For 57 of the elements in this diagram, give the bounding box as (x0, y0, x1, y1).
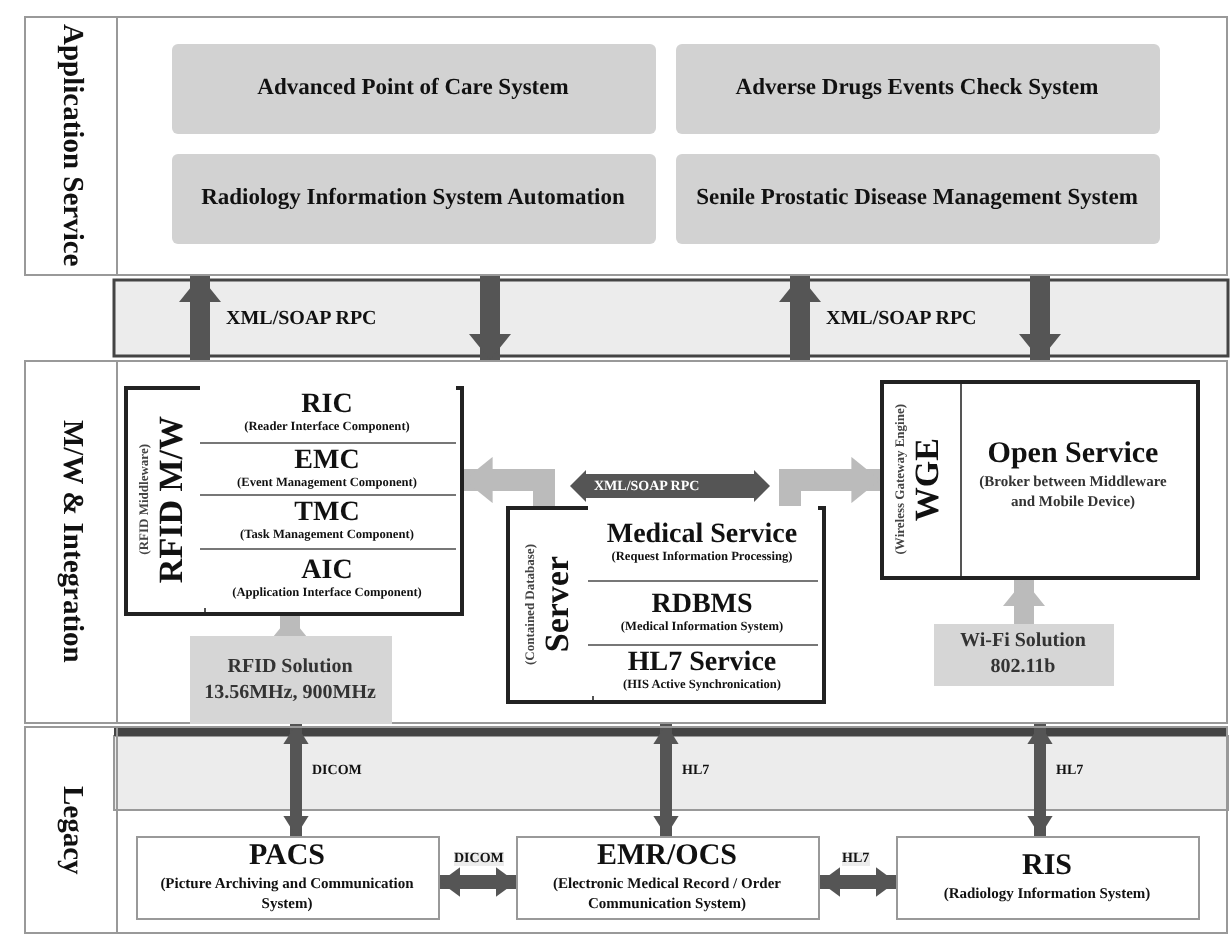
component-box (587, 643, 817, 695)
arrow (440, 867, 516, 897)
system-name: EMR/OCS (596, 840, 737, 874)
system-name: Advanced Point of Care System (257, 76, 569, 100)
component-box (587, 579, 817, 643)
arrow (653, 724, 679, 836)
layer-panel (24, 360, 1228, 724)
edge-label: XML/SOAP RPC (226, 310, 377, 330)
component-name: Medical Service (606, 519, 798, 549)
layer-title: M/W & Integration (54, 420, 88, 664)
system-box (171, 43, 655, 133)
solution-text: RFID Solution 13.56MHz, 900MHz (202, 653, 378, 705)
layer-panel (24, 16, 1228, 276)
arrow (283, 724, 309, 836)
arrow (779, 456, 880, 506)
arrow (820, 867, 896, 897)
component-name: TMC (294, 498, 360, 528)
module-title: WGE (908, 437, 948, 521)
edge-label: XML/SOAP RPC (826, 310, 977, 330)
system-box (675, 153, 1159, 243)
module-box (879, 379, 1199, 579)
system-box (895, 835, 1199, 919)
layer-title: Legacy (54, 785, 88, 875)
module-box (123, 385, 463, 615)
component-box (199, 441, 455, 493)
system-name: Adverse Drugs Events Check System (735, 76, 1099, 100)
component-box (199, 547, 455, 607)
system-box (171, 153, 655, 243)
solution-box (933, 623, 1113, 685)
arrow (779, 276, 821, 360)
module-title: Server (537, 555, 577, 653)
module-title: RFID M/W (152, 416, 192, 584)
arrow (1019, 276, 1061, 360)
service-name: Open Service (987, 438, 1159, 472)
arrow (1003, 580, 1045, 624)
layer-title: Application Service (54, 24, 88, 268)
arrow (469, 276, 511, 360)
component-name: RDBMS (651, 589, 753, 619)
system-box (675, 43, 1159, 133)
component-name: RIC (301, 390, 353, 420)
system-box (515, 835, 819, 919)
arrow (464, 456, 555, 506)
system-name: RIS (1021, 850, 1072, 884)
layer-panel (24, 726, 1228, 934)
solution-text: Wi-Fi Solution 802.11b (958, 628, 1088, 680)
component-box (199, 493, 455, 547)
system-name: PACS (248, 840, 326, 874)
system-name: Radiology Information System Automation (201, 186, 625, 210)
arrow (1027, 724, 1053, 836)
component-name: HL7 Service (627, 647, 777, 677)
system-box (135, 835, 439, 919)
arrow (179, 276, 221, 360)
module-box (505, 505, 825, 703)
component-name: AIC (301, 555, 353, 585)
system-name: Senile Prostatic Disease Management System (696, 186, 1138, 210)
component-name: EMC (294, 445, 360, 475)
solution-box (189, 635, 391, 723)
